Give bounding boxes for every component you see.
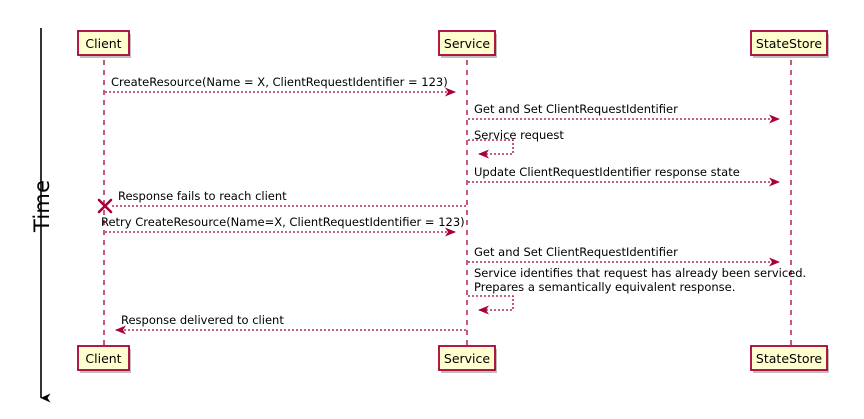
failed-message-x-icon: [97, 198, 113, 214]
participant-label-service-bottom: Service: [443, 351, 491, 366]
message-label-m6: Retry CreateResource(Name=X, ClientReque…: [101, 215, 465, 229]
participant-boxes-bottom: [77, 345, 829, 373]
participant-boxes-top: [77, 30, 829, 58]
time-axis-label: Time: [30, 179, 54, 232]
message-label-m4: Update ClientRequestIdentifier response …: [474, 165, 740, 179]
participant-box-statestore-top[interactable]: [750, 30, 828, 56]
message-label-m1: CreateResource(Name = X, ClientRequestId…: [111, 75, 448, 89]
participant-box-client-top[interactable]: [77, 30, 130, 56]
message-label-m3: Service request: [474, 128, 564, 142]
lifelines: [103, 60, 792, 345]
participant-box-service-bottom[interactable]: [438, 345, 496, 371]
participant-box-service-top[interactable]: [438, 30, 496, 56]
participant-label-statestore-top: StateStore: [755, 36, 823, 51]
participant-label-client-top: Client: [85, 36, 122, 51]
participant-box-client-bottom[interactable]: [77, 345, 130, 371]
participant-label-service-top: Service: [443, 36, 491, 51]
message-label-m8-line2: Prepares a semantically equivalent respo…: [474, 280, 736, 294]
message-label-m2: Get and Set ClientRequestIdentifier: [474, 102, 678, 116]
message-label-m9: Response delivered to client: [121, 313, 284, 327]
participant-box-statestore-bottom[interactable]: [750, 345, 828, 371]
message-label-m8-line1: Service identifies that request has alre…: [474, 266, 807, 280]
participant-label-statestore-bottom: StateStore: [755, 351, 823, 366]
message-line-m8: [468, 295, 514, 315]
message-line-m3: [468, 139, 514, 159]
message-label-m5: Response fails to reach client: [118, 189, 287, 203]
message-label-m7: Get and Set ClientRequestIdentifier: [474, 245, 678, 259]
participant-label-client-bottom: Client: [85, 351, 122, 366]
